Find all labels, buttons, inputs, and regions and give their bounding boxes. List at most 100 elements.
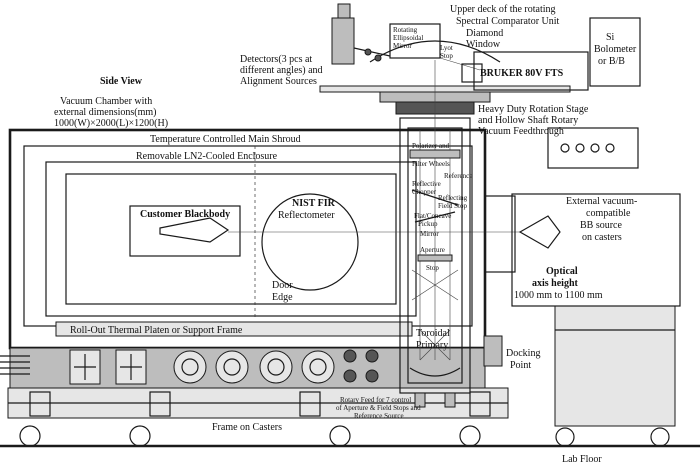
- aperture-stop: [417, 254, 453, 262]
- label-rotary-2: of Aperture & Field Stops and: [336, 404, 421, 412]
- frame-leg-2: [149, 391, 171, 417]
- caster-wheel-2: [129, 425, 151, 447]
- label-rotating-3: Mirror: [393, 42, 412, 50]
- deck-surface: [319, 85, 571, 93]
- port-7: [343, 349, 357, 363]
- electronics-box: [547, 127, 639, 169]
- label-optical-1: Optical: [546, 266, 578, 277]
- label-chamber-1: Vacuum Chamber with: [60, 96, 152, 107]
- caster-wheel-1: [19, 425, 41, 447]
- reflective-chopper: [411, 189, 459, 206]
- port-3: [173, 350, 207, 384]
- label-upper-deck-2: Spectral Comparator Unit: [456, 16, 560, 27]
- label-external-bb-3: BB source: [580, 220, 623, 231]
- nist-reflectometer-sphere: [261, 193, 359, 291]
- bb-source-cart: [554, 305, 676, 447]
- label-nist-2: Reflectometer: [278, 210, 335, 221]
- port-8: [343, 369, 357, 383]
- label-rotation-stage-1: Heavy Duty Rotation Stage: [478, 104, 589, 115]
- pickup-mirror: [414, 211, 456, 223]
- label-si-3: or B/B: [598, 56, 625, 67]
- label-nist-1: NIST FIR: [292, 198, 336, 209]
- port-5: [259, 350, 293, 384]
- label-chopper-1: Reflective: [412, 180, 441, 188]
- label-optical-2: axis height: [532, 278, 579, 289]
- label-si-2: Bolometer: [594, 44, 637, 55]
- label-pickup-1: Flat/Concave: [414, 212, 451, 220]
- detector-head: [337, 3, 351, 19]
- main-shroud: [23, 145, 473, 327]
- label-customer-blackbody: Customer Blackbody: [140, 209, 230, 220]
- bruker-fts-box: [473, 51, 589, 91]
- label-polarizer-1: Polarizer and: [412, 142, 450, 150]
- label-docking-2: Point: [510, 360, 531, 371]
- label-chamber-2: external dimensions(mm): [54, 107, 156, 118]
- port-6: [301, 350, 335, 384]
- label-polarizer-2: Filter Wheels: [412, 160, 450, 168]
- label-detectors-2: different angles) and: [240, 65, 323, 76]
- label-external-bb-1: External vacuum-: [566, 196, 637, 207]
- rotary-feed-2: [444, 392, 456, 408]
- frame-leg-1: [29, 391, 51, 417]
- cart-body: [554, 305, 676, 427]
- label-pickup-3: Mirror: [420, 230, 439, 238]
- label-rotation-stage-2: and Hollow Shaft Rotary: [478, 115, 578, 126]
- comparator-tower: [319, 60, 571, 408]
- label-ln2-enclosure: Removable LN2-Cooled Enclosure: [136, 151, 278, 162]
- frame-on-casters: [7, 387, 509, 447]
- left-cables: [0, 355, 30, 375]
- label-detectors-3: Alignment Sources: [240, 76, 317, 87]
- ln2-enclosure: [45, 161, 417, 317]
- base-ports: [0, 349, 379, 385]
- bolometer-box: [589, 17, 641, 87]
- detector-housing: [331, 17, 355, 65]
- label-door-2: Edge: [272, 292, 293, 303]
- label-side-view: Side View: [100, 76, 143, 87]
- external-bb-source: [484, 193, 681, 307]
- label-pickup-2: Pickup: [418, 220, 438, 228]
- ellipsoidal-mirror: [369, 40, 501, 63]
- label-external-bb-4: on casters: [582, 232, 622, 243]
- label-rotary-1: Rotary Feed for 7 control: [340, 396, 411, 404]
- label-aperture-1: Aperture: [420, 246, 445, 254]
- label-rotating-2: Ellipsoidal: [393, 34, 423, 42]
- label-external-bb-2: compatible: [586, 208, 631, 219]
- label-aperture-2: Stop: [426, 264, 439, 272]
- label-field-stop-2: Field Stop: [438, 202, 467, 210]
- label-si-1: Si: [606, 32, 615, 43]
- label-optical-3: 1000 mm to 1100 mm: [514, 290, 603, 301]
- label-diamond-1: Diamond: [466, 28, 503, 39]
- label-toroidal-1: Toroidal: [416, 328, 450, 339]
- bb-port-flange: [484, 195, 516, 273]
- rotating-mirror-box: [389, 23, 441, 59]
- frame-leg-4: [469, 391, 491, 417]
- frame-leg-3: [299, 391, 321, 417]
- blackbody-cone: [159, 217, 230, 243]
- cart-wheel-1: [555, 427, 575, 447]
- cart-wheel-2: [650, 427, 670, 447]
- label-upper-deck-1: Upper deck of the rotating: [450, 4, 556, 15]
- label-chopper-2: Chopper: [412, 188, 437, 196]
- label-lyot-1: Lyot: [440, 44, 453, 52]
- label-detectors-1: Detectors(3 pcs at: [240, 54, 312, 65]
- rotary-feed-1: [414, 392, 426, 408]
- label-rotation-stage-3: Vacuum Feedthrough: [478, 126, 564, 137]
- bb-source-cone: [518, 215, 561, 249]
- port-9: [365, 349, 379, 363]
- label-frame-on-casters: Frame on Casters: [212, 422, 282, 433]
- label-rotating-1: Rotating: [393, 26, 418, 34]
- inner-enclosure: [65, 173, 397, 305]
- port-4: [215, 350, 249, 384]
- label-toroidal-2: Primary: [416, 340, 448, 351]
- roll-out-platen: [55, 321, 413, 337]
- label-door-1: Door: [272, 280, 293, 291]
- caster-wheel-3: [329, 425, 351, 447]
- label-field-stop-1: Reflecting: [438, 194, 468, 202]
- electronics-rack: [547, 127, 639, 169]
- label-main-shroud: Temperature Controlled Main Shroud: [150, 134, 301, 145]
- top-assembly: [331, 3, 501, 83]
- label-diamond-2: Window: [466, 39, 501, 50]
- customer-blackbody-box: [129, 205, 241, 257]
- label-reference: Reference: [444, 172, 472, 180]
